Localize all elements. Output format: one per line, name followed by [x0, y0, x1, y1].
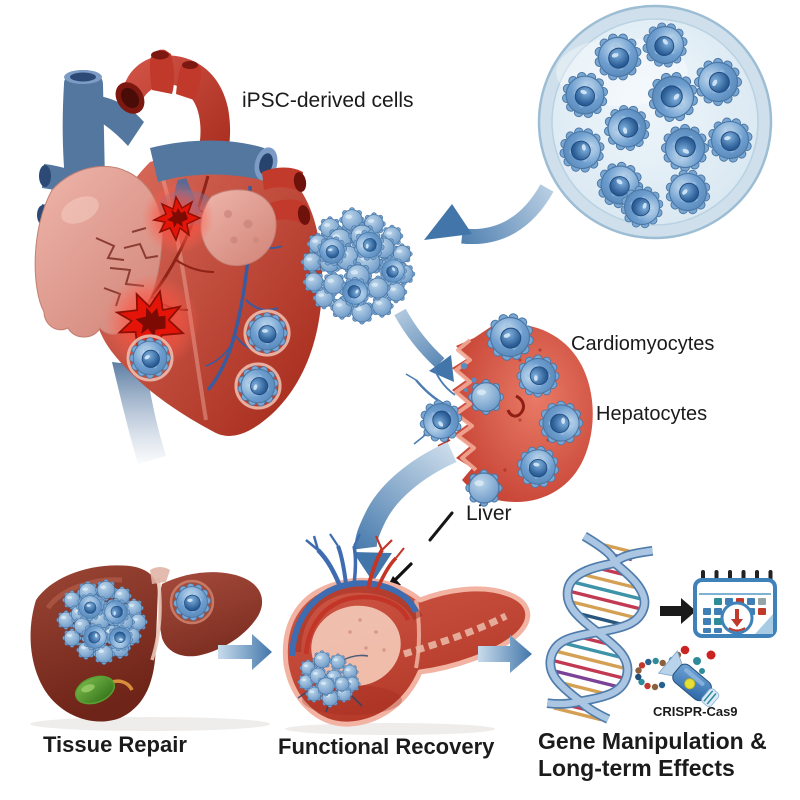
due-date-badge — [720, 601, 754, 635]
dna-helix-icon — [545, 531, 654, 724]
pulmonary-artery — [150, 140, 270, 182]
left-atrium — [200, 189, 277, 267]
gallbladder — [74, 675, 116, 705]
flow-arrow-repair-to-recovery — [218, 634, 272, 670]
infarct-lesion — [104, 274, 200, 370]
single-cell — [166, 576, 218, 628]
petri-dish-icon — [537, 4, 773, 240]
flow-arrow-cluster-to-tissue — [394, 308, 454, 382]
cell-cluster-icon — [300, 207, 416, 325]
label-tissue-repair: Tissue Repair — [43, 732, 187, 757]
label-hepatocytes: Hepatocytes — [596, 403, 708, 425]
cas9-device-icon — [657, 650, 720, 708]
liver-leader-line — [428, 511, 454, 542]
arrow-dna-to-calendar — [660, 598, 696, 624]
label-functional-recovery: Functional Recovery — [278, 734, 495, 759]
flow-arrow-recovery-to-gene — [478, 635, 532, 673]
implanted-cell — [238, 304, 296, 362]
tissue-graft-icon — [405, 309, 593, 507]
aorta — [122, 55, 231, 168]
implanted-cell — [126, 334, 174, 382]
functional-recovery-liver-icon — [282, 533, 531, 735]
flow-arrow-petri-to-cluster — [424, 184, 554, 245]
portal-vein — [305, 533, 361, 587]
flow-arrow-tissue-to-liver — [353, 441, 457, 582]
label-gene-manipulation: Gene Manipulation & Long-term Effects — [538, 728, 767, 782]
tissue-repair-liver-icon — [30, 565, 270, 731]
heart-illustration — [34, 49, 323, 464]
calendar-icon — [693, 570, 777, 638]
label-cardiomyocytes: Cardiomyocytes — [571, 333, 715, 355]
label-gene-line1: Gene Manipulation & — [538, 728, 767, 754]
infarct-lesion — [142, 182, 214, 254]
label-liver: Liver — [466, 502, 512, 525]
hepatic-artery — [366, 535, 405, 593]
label-gene-line2: Long-term Effects — [538, 755, 735, 781]
implanted-cell — [228, 356, 288, 416]
vena-cava-lower — [112, 362, 166, 464]
label-ipsc-derived-cells: iPSC-derived cells — [242, 89, 414, 112]
label-crispr-cas9: CRISPR-Cas9 — [653, 704, 738, 719]
